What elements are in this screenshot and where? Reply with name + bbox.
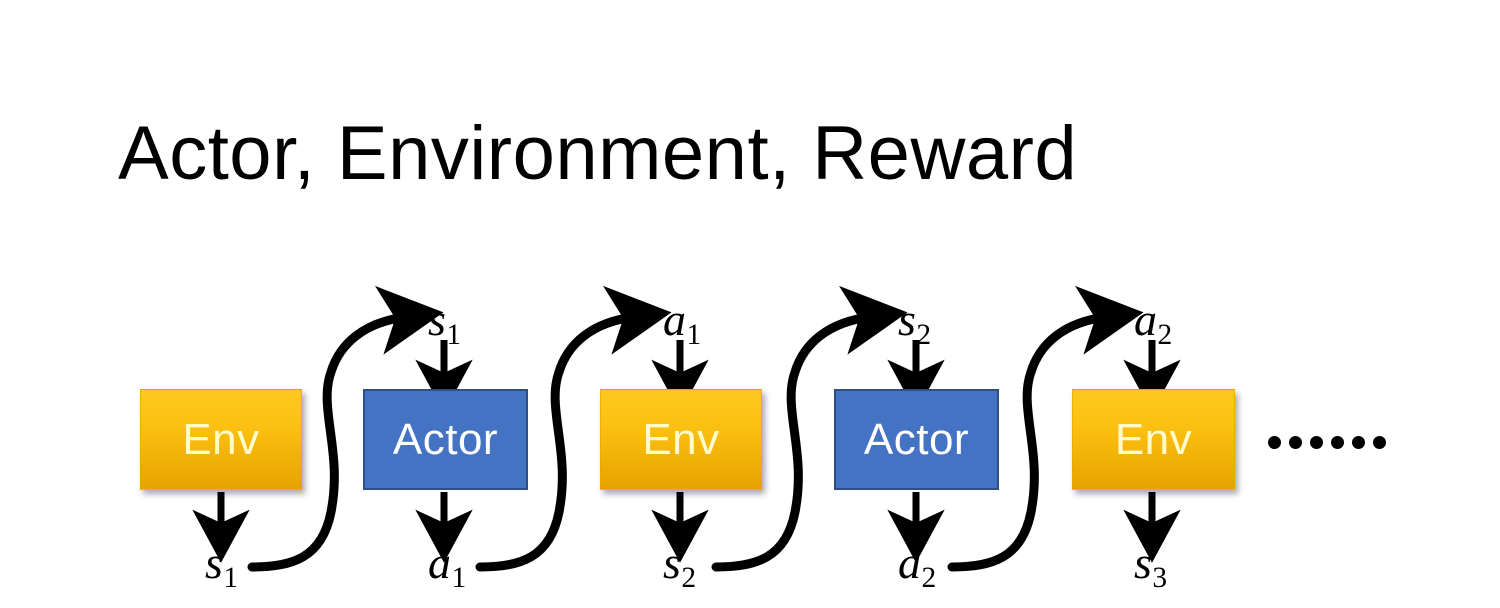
arrow-down-icon — [192, 492, 1181, 563]
subscript: 2 — [916, 318, 932, 351]
action-label-a2-top: a2 — [1134, 297, 1172, 350]
subscript: 1 — [446, 318, 462, 351]
state-label-s2-top: s2 — [898, 297, 931, 350]
symbol: s — [428, 294, 446, 345]
node-label: Actor — [863, 414, 970, 464]
subscript: 2 — [921, 561, 937, 594]
subscript: 1 — [686, 318, 702, 351]
ellipsis-dot — [1268, 436, 1281, 449]
ellipsis-dot — [1373, 436, 1386, 449]
state-label-s3-bottom: s3 — [1134, 540, 1167, 593]
symbol: s — [898, 294, 916, 345]
node-box-actor-2[interactable]: Actor — [834, 389, 999, 490]
ellipsis-dot — [1352, 436, 1365, 449]
ellipsis-dot — [1310, 436, 1323, 449]
state-label-s2-bottom: s2 — [663, 540, 696, 593]
state-label-s1-bottom: s1 — [205, 540, 238, 593]
subscript: 2 — [681, 561, 697, 594]
symbol: a — [1134, 294, 1157, 345]
curved-feedback-arrow-icon — [247, 285, 1144, 572]
subscript: 2 — [1157, 318, 1173, 351]
subscript: 1 — [223, 561, 239, 594]
symbol: a — [663, 294, 686, 345]
arrow-down-icon — [415, 340, 1181, 413]
ellipsis-dot — [1331, 436, 1344, 449]
subscript: 1 — [451, 561, 467, 594]
symbol: a — [428, 537, 451, 588]
symbol: s — [205, 537, 223, 588]
node-box-env-2[interactable]: Env — [600, 389, 762, 490]
node-label: Env — [1114, 414, 1193, 464]
node-box-env-3[interactable]: Env — [1072, 389, 1235, 490]
page-title: Actor, Environment, Reward — [118, 111, 1078, 196]
subscript: 3 — [1152, 561, 1168, 594]
ellipsis-dot — [1289, 436, 1302, 449]
action-label-a1-bottom: a1 — [428, 540, 466, 593]
symbol: s — [663, 537, 681, 588]
node-label: Actor — [392, 414, 499, 464]
ellipsis-dots-icon — [1268, 436, 1386, 449]
node-box-actor-1[interactable]: Actor — [363, 389, 528, 490]
action-label-a2-bottom: a2 — [898, 540, 936, 593]
state-label-s1-top: s1 — [428, 297, 461, 350]
symbol: s — [1134, 537, 1152, 588]
node-label: Env — [182, 414, 260, 464]
action-label-a1-top: a1 — [663, 297, 701, 350]
symbol: a — [898, 537, 921, 588]
node-label: Env — [642, 414, 720, 464]
node-box-env-1[interactable]: Env — [140, 389, 302, 490]
